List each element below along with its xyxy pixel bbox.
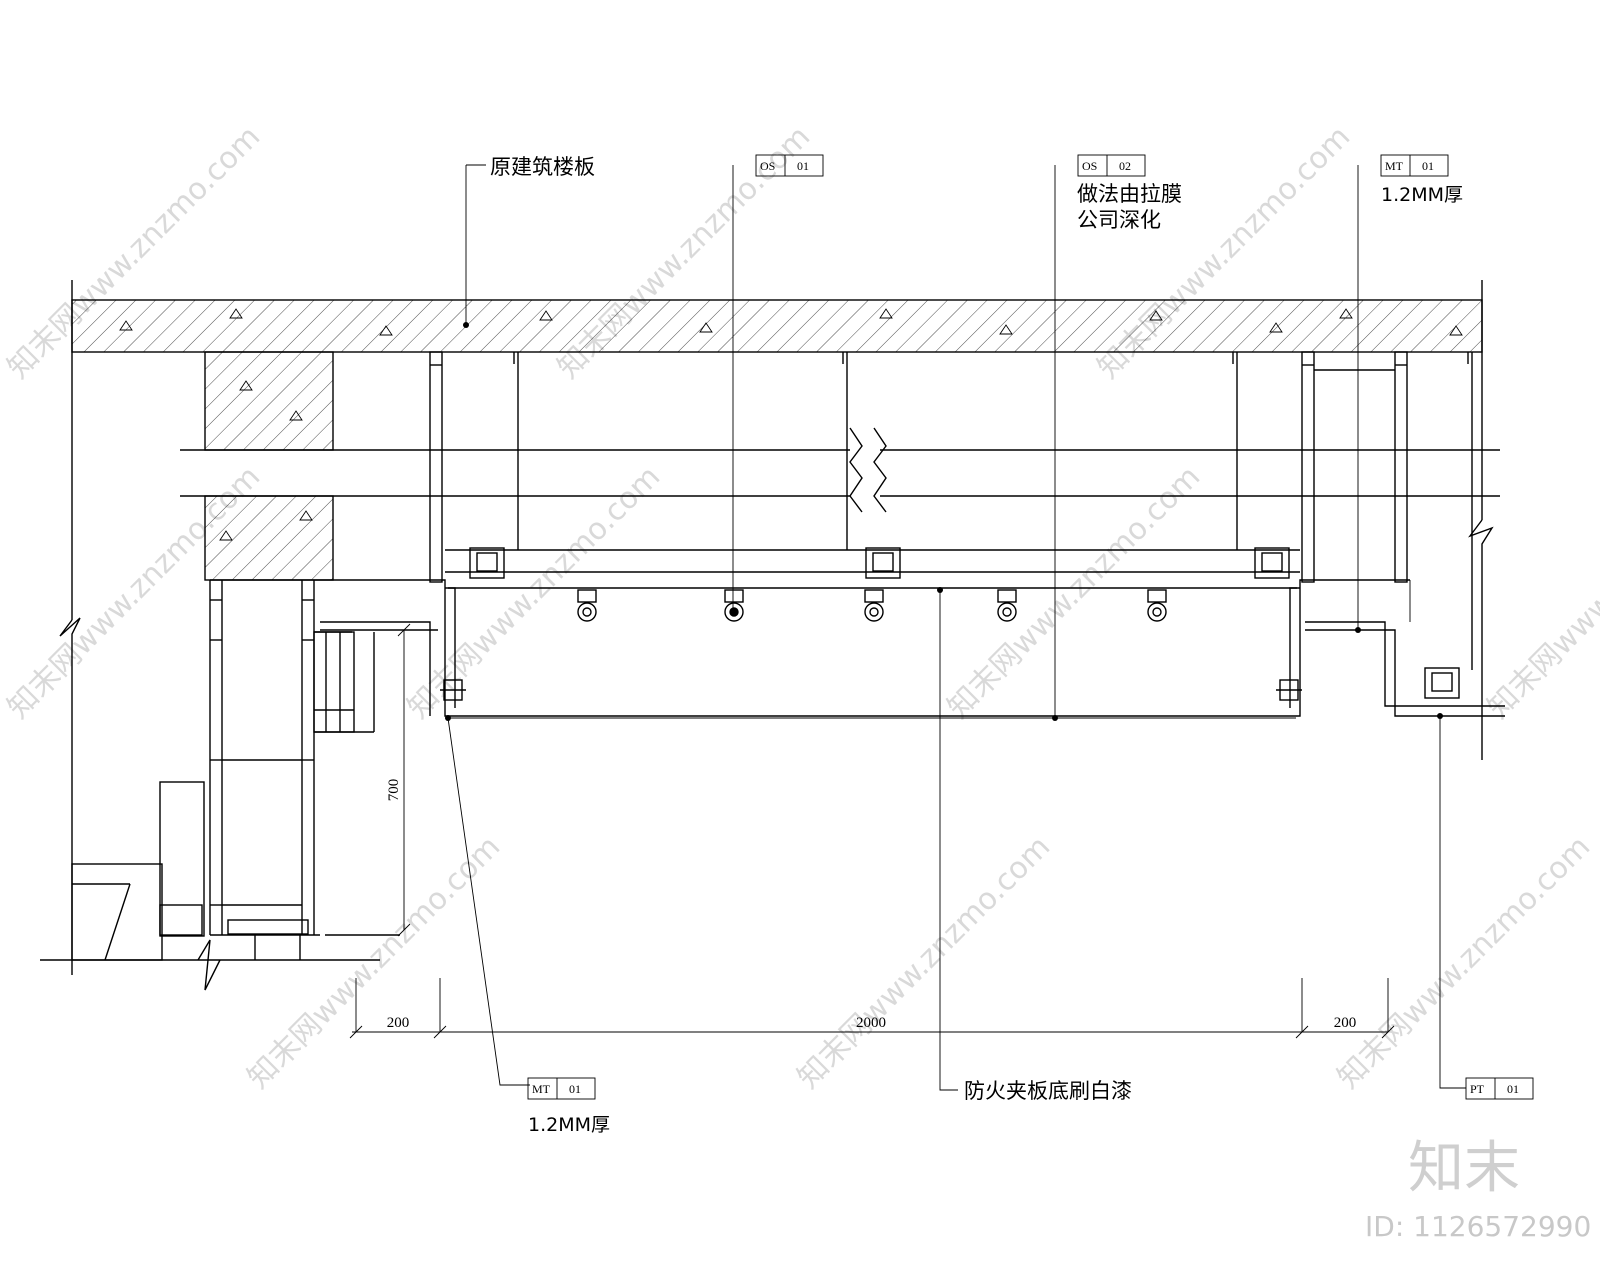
slab-label: 原建筑楼板 xyxy=(490,155,595,179)
os01-code: OS xyxy=(760,159,775,173)
os02-code: OS xyxy=(1082,159,1097,173)
dim-right: 200 xyxy=(1334,1015,1357,1031)
os02-note-line2: 公司深化 xyxy=(1077,208,1161,232)
pt01-code: PT xyxy=(1470,1082,1485,1096)
tag-boxes xyxy=(527,154,1534,1100)
ceiling-channels xyxy=(445,547,1460,699)
watermark-text: 知末网www.znzmo.com xyxy=(941,459,1207,725)
mt01-top-note: 1.2MM厚 xyxy=(1381,184,1463,206)
mt01-top-num: 01 xyxy=(1422,159,1434,173)
dimension-lines xyxy=(349,623,1395,1039)
leader-lines xyxy=(447,164,1466,1091)
hanger-rods xyxy=(513,352,1473,670)
dim-height: 700 xyxy=(386,779,402,802)
watermark-text: 知末网www.znzmo.com xyxy=(1331,829,1597,1095)
film-clips xyxy=(440,679,1302,701)
mt01-top-code: MT xyxy=(1385,159,1404,173)
os02-note-line1: 做法由拉膜 xyxy=(1077,182,1182,206)
dim-left: 200 xyxy=(387,1015,410,1031)
left-column xyxy=(204,351,334,581)
dim-middle: 2000 xyxy=(856,1015,886,1031)
os01-num: 01 xyxy=(797,159,809,173)
pt01-num: 01 xyxy=(1507,1082,1519,1096)
os02-num: 02 xyxy=(1119,159,1131,173)
watermark-text: 知末网www.znzmo.com xyxy=(1481,459,1600,725)
watermark-text: 知末网www.znzmo.com xyxy=(241,829,507,1095)
watermark-text: 知末网www.znzmo.com xyxy=(401,459,667,725)
watermark-id: ID: 1126572990 xyxy=(1365,1210,1591,1243)
mt01-bottom-note: 1.2MM厚 xyxy=(528,1114,610,1136)
studs xyxy=(429,351,1408,583)
left-wall-framing xyxy=(71,580,400,961)
duct xyxy=(180,427,1500,513)
spotlights xyxy=(577,589,1167,622)
watermark-text: 知末网www.znzmo.com xyxy=(791,829,1057,1095)
mt01-bottom-num: 01 xyxy=(569,1082,581,1096)
watermark-layer: 知末网www.znzmo.com 知末网www.znzmo.com 知末网www… xyxy=(1,119,1600,1095)
leader-dots xyxy=(445,322,1443,721)
paint-label: 防火夹板底刷白漆 xyxy=(964,1079,1132,1103)
recess-box xyxy=(210,579,1505,717)
mt01-bottom-code: MT xyxy=(532,1082,551,1096)
watermark-logo: 知末 xyxy=(1408,1136,1520,1201)
concrete-slab xyxy=(71,299,1483,353)
